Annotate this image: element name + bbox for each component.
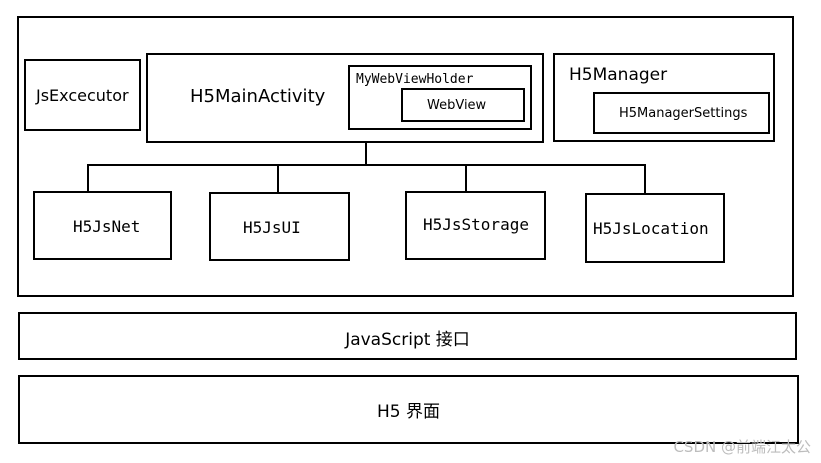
- h5-manager-label: H5Manager: [569, 65, 668, 85]
- javascript-interface-label: JavaScript 接口: [345, 330, 470, 350]
- connector-drop-storage: [465, 164, 467, 192]
- h5-ui-label: H5 界面: [376, 402, 440, 422]
- connector-drop-net: [87, 164, 89, 191]
- csdn-watermark: CSDN @前端江太公: [673, 438, 811, 456]
- connector-horizontal-bus: [87, 164, 646, 166]
- h5-manager-settings-box: H5ManagerSettings: [593, 92, 770, 134]
- connector-drop-location: [644, 164, 646, 193]
- h5-js-location-box: H5JsLocation: [585, 193, 725, 263]
- connector-trunk: [365, 143, 367, 165]
- js-executor-box: JsExcecutor: [24, 59, 141, 131]
- h5-js-storage-box: H5JsStorage: [405, 191, 546, 260]
- h5-js-net-box: H5JsNet: [33, 191, 172, 260]
- h5-manager-settings-label: H5ManagerSettings: [619, 106, 748, 121]
- h5-js-location-label: H5JsLocation: [593, 219, 709, 238]
- h5-js-storage-label: H5JsStorage: [423, 215, 529, 234]
- webview-box: WebView: [401, 88, 525, 122]
- connector-drop-ui: [277, 164, 279, 192]
- javascript-interface-layer: JavaScript 接口: [18, 312, 797, 360]
- h5-js-ui-box: H5JsUI: [209, 192, 350, 261]
- my-webview-holder-label: MyWebViewHolder: [356, 72, 474, 87]
- webview-label: WebView: [427, 98, 487, 113]
- js-executor-label: JsExcecutor: [36, 86, 129, 105]
- h5-ui-layer: H5 界面: [18, 375, 799, 444]
- h5-main-activity-label: H5MainActivity: [190, 86, 326, 107]
- h5-js-ui-label: H5JsUI: [243, 218, 301, 237]
- h5-js-net-label: H5JsNet: [73, 217, 141, 236]
